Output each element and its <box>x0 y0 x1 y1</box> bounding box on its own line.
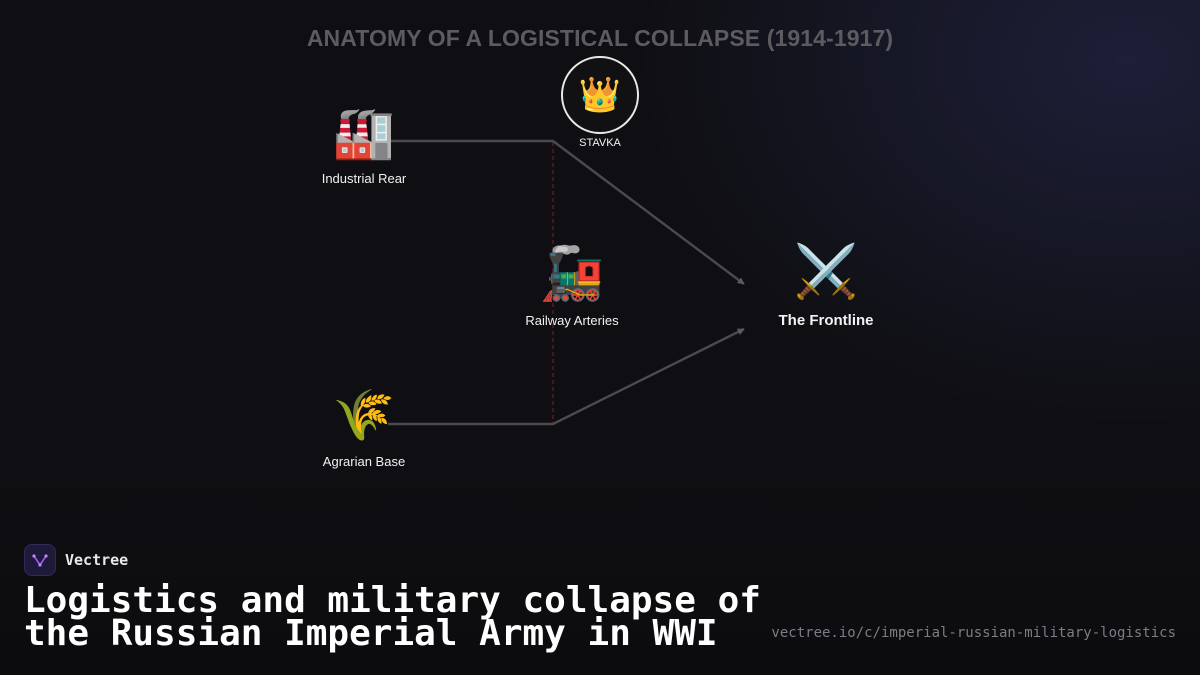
node-railway-arteries[interactable]: 🚂 Railway Arteries <box>511 248 633 328</box>
node-industrial-rear[interactable]: 🏭 Industrial Rear <box>304 108 424 186</box>
brand-name: Vectree <box>65 551 129 569</box>
diagram-title: ANATOMY OF A LOGISTICAL COLLAPSE (1914-1… <box>306 25 894 51</box>
crown-icon: 👑 <box>578 75 622 115</box>
node-label: Industrial Rear <box>321 171 407 186</box>
course-url[interactable]: vectree.io/c/imperial-russian-military-l… <box>771 625 1176 641</box>
edge-industry-front <box>390 139 745 285</box>
node-agrarian-base[interactable]: 🌾 Agrarian Base <box>304 390 424 469</box>
factory-icon: 🏭 <box>332 104 396 162</box>
node-stavka[interactable]: 👑 STAVKA <box>550 56 650 149</box>
vectree-logo-icon <box>24 544 56 576</box>
node-the-frontline[interactable]: ⚔️ The Frontline <box>760 246 892 329</box>
stavka-circle: 👑 <box>561 56 639 134</box>
wheat-icon: 🌾 <box>332 386 396 444</box>
node-label: Railway Arteries <box>525 313 619 328</box>
crossed-swords-icon: ⚔️ <box>793 242 859 302</box>
node-label: The Frontline <box>778 312 874 329</box>
locomotive-icon: 🚂 <box>539 244 605 304</box>
node-label: STAVKA <box>579 137 621 149</box>
brand[interactable]: Vectree <box>24 544 128 576</box>
edge-agrarian-front <box>388 327 745 426</box>
headline: Logistics and military collapse of the R… <box>24 580 761 654</box>
node-label: Agrarian Base <box>322 454 406 469</box>
